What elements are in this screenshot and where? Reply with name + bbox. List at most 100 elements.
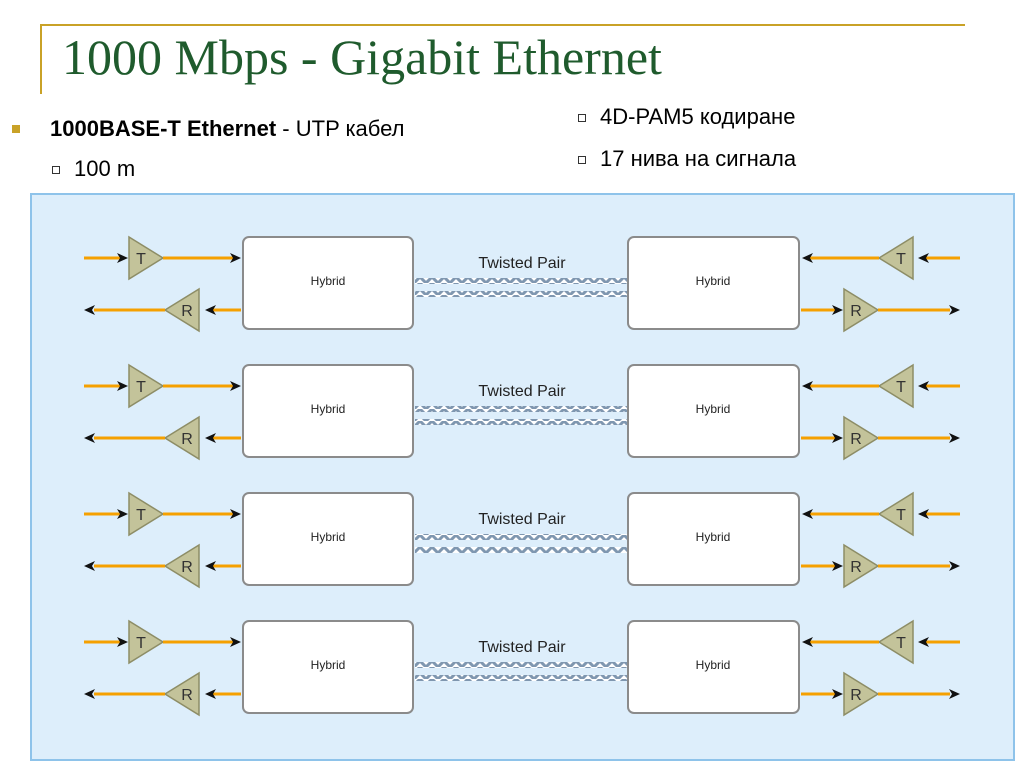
- twisted-pair-label: Twisted Pair: [478, 255, 566, 272]
- right-tx-amplifier-label: T: [896, 507, 906, 524]
- left-tx-out-arrow: [230, 637, 241, 647]
- hollow-square-bullet-icon: [578, 114, 586, 122]
- left-tx-amplifier: [128, 491, 165, 537]
- right-rx-amplifier-label: R: [850, 687, 862, 704]
- right-tx-amplifier-label: T: [896, 635, 906, 652]
- right-tx-amplifier: [877, 619, 914, 665]
- right-rx-amplifier: [843, 287, 880, 333]
- bullet-bold-text: 1000BASE-T Ethernet: [50, 116, 277, 141]
- left-rx-out-arrow: [84, 433, 95, 443]
- right-tx-in-arrow: [918, 637, 929, 647]
- title-rule-top: [40, 24, 965, 26]
- right-rx-in-arrow: [832, 561, 843, 571]
- twisted-pair-label: Twisted Pair: [478, 639, 566, 656]
- right-rx-out-arrow: [949, 689, 960, 699]
- twisted-wire-1: [415, 406, 627, 412]
- right-rx-out-arrow: [949, 305, 960, 315]
- twisted-pair-label: Twisted Pair: [478, 383, 566, 400]
- left-rx-in-arrow: [205, 689, 216, 699]
- left-tx-amplifier-label: T: [136, 251, 146, 268]
- hybrid-label-left: Hybrid: [311, 274, 346, 288]
- right-tx-amplifier-label: T: [896, 251, 906, 268]
- sub-bullet-text: 17 нива на сигнала: [600, 146, 797, 171]
- right-rx-in-arrow: [832, 433, 843, 443]
- right-tx-amplifier: [877, 235, 914, 281]
- left-rx-amplifier: [163, 671, 200, 717]
- hybrid-label-right: Hybrid: [696, 274, 731, 288]
- left-rx-amplifier-label: R: [181, 431, 193, 448]
- sub-bullet-text: 4D-PAM5 кодиране: [600, 104, 796, 129]
- right-tx-amplifier: [877, 363, 914, 409]
- hollow-square-bullet-icon: [52, 166, 60, 174]
- left-rx-amplifier: [163, 287, 200, 333]
- right-tx-in-arrow: [918, 381, 929, 391]
- hybrid-box-left: [242, 236, 414, 330]
- right-rx-out-arrow: [949, 561, 960, 571]
- left-tx-amplifier: [128, 363, 165, 409]
- left-rx-in-arrow: [205, 561, 216, 571]
- right-tx-amplifier: [877, 491, 914, 537]
- hybrid-label-right: Hybrid: [696, 658, 731, 672]
- right-rx-amplifier: [843, 671, 880, 717]
- left-tx-amplifier-label: T: [136, 507, 146, 524]
- right-tx-out-arrow: [802, 509, 813, 519]
- hybrid-box-left: [242, 620, 414, 714]
- left-tx-amplifier-label: T: [136, 379, 146, 396]
- twisted-wire-2: [415, 675, 627, 681]
- twisted-wire-2: [415, 419, 627, 425]
- right-rx-amplifier-label: R: [850, 559, 862, 576]
- left-rx-amplifier-label: R: [181, 303, 193, 320]
- diagram-background: [30, 193, 1015, 761]
- bullet-rest-text: - UTP кабел: [276, 116, 405, 141]
- hybrid-label-left: Hybrid: [311, 402, 346, 416]
- left-rx-amplifier-label: R: [181, 687, 193, 704]
- left-tx-in-arrow: [117, 637, 128, 647]
- right-tx-out-arrow: [802, 253, 813, 263]
- twisted-wire-1: [415, 534, 627, 540]
- right-rx-amplifier-label: R: [850, 431, 862, 448]
- twisted-wire-2: [415, 547, 627, 553]
- right-rx-amplifier-label: R: [850, 303, 862, 320]
- hybrid-label-right: Hybrid: [696, 402, 731, 416]
- right-rx-out-arrow: [949, 433, 960, 443]
- hybrid-box-right: [627, 492, 800, 586]
- left-rx-amplifier: [163, 415, 200, 461]
- left-tx-amplifier: [128, 235, 165, 281]
- square-bullet-icon: [12, 125, 20, 133]
- right-rx-amplifier: [843, 543, 880, 589]
- left-rx-amplifier-label: R: [181, 559, 193, 576]
- hybrid-box-left: [242, 364, 414, 458]
- right-tx-amplifier-label: T: [896, 379, 906, 396]
- hybrid-box-right: [627, 364, 800, 458]
- left-rx-amplifier: [163, 543, 200, 589]
- left-tx-in-arrow: [117, 509, 128, 519]
- sub-bullet-text: 100 m: [74, 156, 136, 181]
- title-rule-left: [40, 24, 42, 94]
- left-tx-amplifier: [128, 619, 165, 665]
- twisted-pair-label: Twisted Pair: [478, 511, 566, 528]
- right-rx-in-arrow: [832, 689, 843, 699]
- right-tx-out-arrow: [802, 637, 813, 647]
- left-rx-out-arrow: [84, 689, 95, 699]
- left-rx-in-arrow: [205, 305, 216, 315]
- left-tx-in-arrow: [117, 381, 128, 391]
- right-tx-out-arrow: [802, 381, 813, 391]
- left-rx-out-arrow: [84, 561, 95, 571]
- left-tx-out-arrow: [230, 509, 241, 519]
- right-rx-amplifier: [843, 415, 880, 461]
- right-tx-in-arrow: [918, 253, 929, 263]
- right-tx-in-arrow: [918, 509, 929, 519]
- slide-title: 1000 Mbps - Gigabit Ethernet: [62, 29, 662, 85]
- left-tx-amplifier-label: T: [136, 635, 146, 652]
- twisted-wire-2: [415, 291, 627, 297]
- left-rx-out-arrow: [84, 305, 95, 315]
- twisted-wire-1: [415, 278, 627, 284]
- right-rx-in-arrow: [832, 305, 843, 315]
- hybrid-label-left: Hybrid: [311, 530, 346, 544]
- hybrid-label-right: Hybrid: [696, 530, 731, 544]
- hollow-square-bullet-icon: [578, 156, 586, 164]
- bullet-text: 1000BASE-T Ethernet - UTP кабел: [50, 116, 405, 142]
- left-rx-in-arrow: [205, 433, 216, 443]
